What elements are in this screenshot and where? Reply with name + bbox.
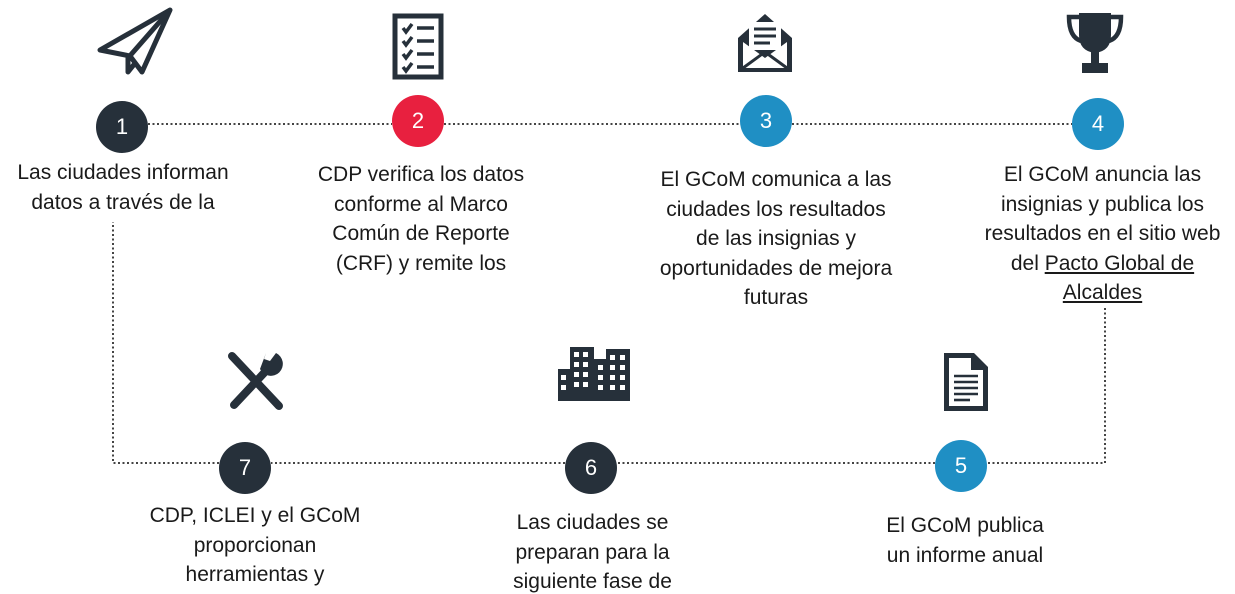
checklist-icon — [392, 13, 444, 80]
step-5-line: un informe anual — [886, 543, 1044, 567]
step-1-number: 1 — [96, 101, 148, 153]
step-7-line: proporcionan — [193, 533, 317, 557]
step-1-label: Las ciudades informan datos a través de … — [0, 158, 246, 220]
step-3-line: oportunidades de mejora — [659, 256, 893, 280]
step-5-number: 5 — [935, 440, 987, 492]
step-7-number: 7 — [219, 442, 271, 494]
paper-plane-icon — [97, 7, 173, 75]
step-3-number: 3 — [740, 95, 792, 147]
step-3-line: El GCoM comunica a las — [660, 168, 892, 191]
step-7-label: CDP, ICLEI y el GCoM proporcionan herram… — [130, 501, 380, 590]
step-2-number: 2 — [392, 95, 444, 147]
open-envelope-icon — [738, 14, 792, 72]
step-6-line: siguiente fase de — [513, 570, 672, 593]
step-6-line: Las ciudades se — [516, 511, 669, 534]
step-6-number: 6 — [565, 442, 617, 494]
step-4-text: del — [1010, 251, 1045, 275]
step-5-label: El GCoM publica un informe anual — [850, 511, 1080, 573]
document-icon — [944, 353, 988, 411]
step-4-line: insignias y publica los — [1000, 192, 1205, 216]
step-4-label: El GCoM anuncia las insignias y publica … — [970, 160, 1235, 303]
trophy-icon — [1066, 13, 1124, 73]
step-3-label: El GCoM comunica a las ciudades los resu… — [640, 165, 912, 315]
step-2-line: (CRF) y remite los — [335, 251, 507, 275]
tools-icon — [228, 352, 283, 410]
step-6-line: preparan para la — [515, 540, 670, 564]
step-3-line: de las insignias y — [696, 227, 856, 250]
step-2-label: CDP verifica los datos conforme al Marco… — [298, 160, 544, 281]
step-4-line: El GCoM anuncia las — [1003, 163, 1202, 186]
step-1-line: Las ciudades informan — [17, 161, 229, 184]
step-7-line: herramientas y — [185, 563, 325, 586]
step-3-line: futuras — [743, 286, 809, 309]
step-2-line: conforme al Marco — [334, 192, 508, 216]
pacto-global-link-continued[interactable]: Alcaldes — [1062, 281, 1143, 303]
step-5-line: El GCoM publica — [886, 514, 1044, 537]
step-7-line: CDP, ICLEI y el GCoM — [149, 504, 361, 527]
step-1-line: datos a través de la — [31, 190, 215, 214]
city-buildings-icon — [558, 347, 630, 401]
pacto-global-link[interactable]: Pacto Global de — [1044, 251, 1195, 275]
step-4-line: resultados en el sitio web — [984, 222, 1221, 245]
step-2-line: Común de Reporte — [332, 222, 510, 245]
step-2-line: CDP verifica los datos — [317, 163, 525, 186]
step-4-number: 4 — [1072, 98, 1124, 150]
step-6-label: Las ciudades se preparan para la siguien… — [470, 508, 715, 594]
step-3-line: ciudades los resultados — [666, 197, 886, 221]
step-4-line: del Pacto Global de — [970, 249, 1235, 279]
